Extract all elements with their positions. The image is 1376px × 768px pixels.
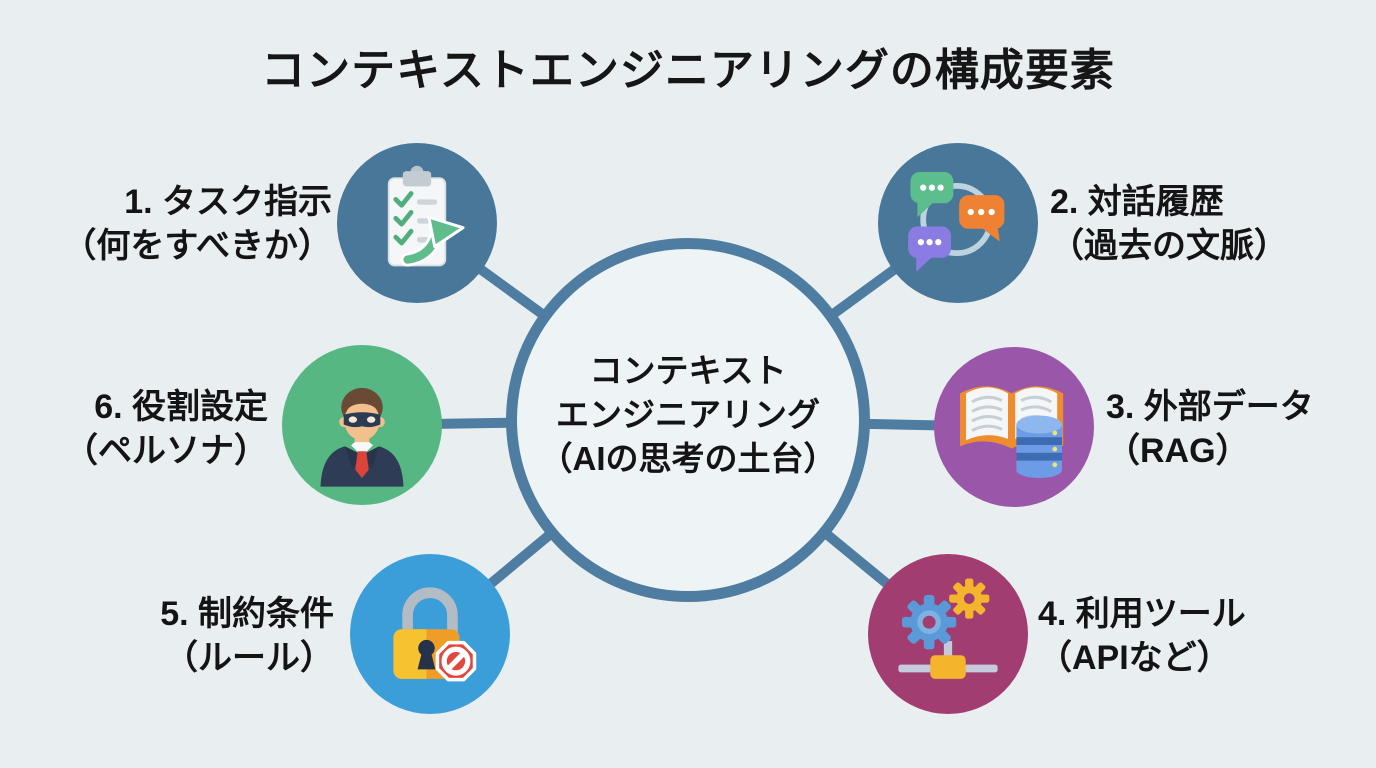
- node-label-constraints: 5. 制約条件 （ルール）: [160, 592, 334, 680]
- chat-bubbles-icon: [908, 171, 1005, 272]
- node-label-history: 2. 対話履歴 （過去の文脈）: [1050, 180, 1288, 268]
- node-label-external-data: 3. 外部データ （RAG）: [1106, 385, 1314, 473]
- node-label-task: 1. タスク指示 （何をすべきか）: [62, 180, 332, 268]
- masked-person-icon: [320, 387, 404, 487]
- center-title-line2: エンジニアリング: [556, 396, 820, 433]
- node-label-external-line2: （RAG）: [1106, 432, 1250, 470]
- node-label-tools-line1: 4. 利用ツール: [1038, 595, 1246, 633]
- node-label-tools-line2: （APIなど）: [1038, 639, 1231, 677]
- node-label-external-line1: 3. 外部データ: [1106, 388, 1314, 426]
- page-title: コンテキストエンジニアリングの構成要素: [261, 46, 1115, 95]
- node-label-role-line1: 6. 役割設定: [94, 388, 268, 426]
- center-title-line1: コンテキスト: [589, 352, 787, 389]
- node-circle-role: [282, 345, 442, 505]
- node-label-history-line2: （過去の文脈）: [1050, 227, 1288, 265]
- clipboard-checklist-icon: [387, 165, 465, 267]
- node-label-constraints-line1: 5. 制約条件: [160, 595, 334, 633]
- node-label-constraints-line2: （ルール）: [164, 639, 334, 677]
- node-circle-constraints: [350, 554, 510, 714]
- lock-prohibition-icon: [393, 587, 477, 682]
- gears-network-icon: [898, 578, 998, 679]
- node-label-history-line1: 2. 対話履歴: [1050, 183, 1224, 221]
- node-label-role: 6. 役割設定 （ペルソナ）: [64, 385, 268, 473]
- node-label-task-line2: （何をすべきか）: [62, 227, 332, 265]
- book-database-icon: [960, 386, 1064, 478]
- node-circle-history: [878, 143, 1038, 303]
- center-hub-circle: コンテキスト エンジニアリング （AIの思考の土台）: [506, 238, 870, 602]
- node-circle-tools: [868, 554, 1028, 714]
- node-label-tools: 4. 利用ツール （APIなど）: [1038, 592, 1246, 680]
- node-circle-external-data: [934, 347, 1094, 507]
- center-title-line3: （AIの思考の土台）: [539, 440, 837, 477]
- node-circle-task: [337, 143, 497, 303]
- node-label-task-line1: 1. タスク指示: [124, 183, 332, 221]
- node-label-role-line2: （ペルソナ）: [64, 432, 268, 470]
